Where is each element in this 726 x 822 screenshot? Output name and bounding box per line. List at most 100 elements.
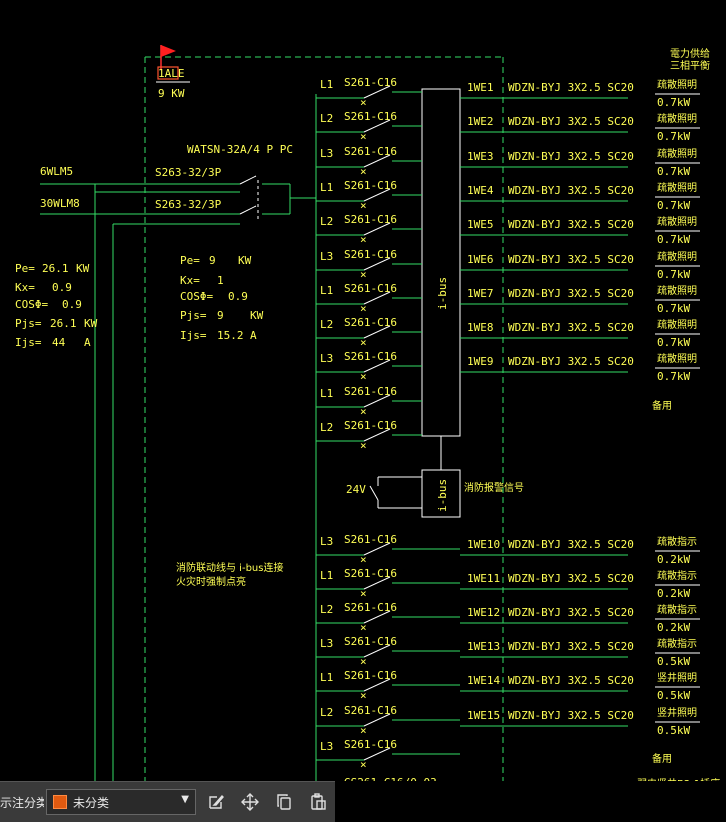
top-circuit-desc-7: 疏散照明 xyxy=(657,318,697,331)
top-circuit-breaker-mark-2: × xyxy=(360,165,367,178)
bottom-circuit-phase-5: L2 xyxy=(320,706,333,719)
bottom-circuit-cable-5: WDZN-BYJ 3X2.5 SC20 xyxy=(508,709,634,722)
top-circuit-breaker-0: S261-C16 xyxy=(344,76,397,89)
feeder-1-label: 6WLM5 xyxy=(40,165,73,178)
bottom-circuit-breaker-0: S261-C16 xyxy=(344,533,397,546)
bottom-circuit-phase-0: L3 xyxy=(320,535,333,548)
calc-mid-val-cos: 0.9 xyxy=(228,290,248,303)
paste-icon xyxy=(311,793,326,810)
top-circuit-kw-2: 0.7kW xyxy=(657,165,690,178)
calc-mid-val-pe: 9 xyxy=(209,254,216,267)
top-circuit-phase-6: L1 xyxy=(320,284,333,297)
bottom-circuit-id-5: 1WE15 xyxy=(467,709,500,722)
top-circuit-breaker-contact-0 xyxy=(363,85,391,99)
calc-mid-unit-pe: KW xyxy=(238,254,252,267)
bottom-circuit-breaker-contact-1 xyxy=(363,576,391,590)
single-line-diagram: 電力供给 三相平衡 1ALE 9 KW WATSN-32A/4 P PC 6WL… xyxy=(15,45,720,781)
feeder-2-label: 30WLM8 xyxy=(40,197,80,210)
classification-select[interactable]: 未分类 ▼ xyxy=(46,789,196,815)
top-circuit-breaker-mark-10: × xyxy=(360,439,367,452)
ibus-label: i-bus xyxy=(436,277,449,310)
top-circuit-desc-5: 疏散照明 xyxy=(657,250,697,263)
bottom-circuit-id-0: 1WE10 xyxy=(467,538,500,551)
calc-mid-key-kx: Kx= xyxy=(180,274,200,287)
bottom-circuit-cable-3: WDZN-BYJ 3X2.5 SC20 xyxy=(508,640,634,653)
bottom-circuit-phase-1: L1 xyxy=(320,569,333,582)
top-circuit-desc-2: 疏散照明 xyxy=(657,147,697,160)
bottom-circuit-breaker-mark-4: × xyxy=(360,689,367,702)
top-circuit-id-3: 1WE4 xyxy=(467,184,494,197)
calc-left-unit-pjs: KW xyxy=(84,317,98,330)
top-circuit-breaker-7: S261-C16 xyxy=(344,316,397,329)
top-circuit-breaker-mark-9: × xyxy=(360,405,367,418)
calc-mid-table: Pe= 9 KW Kx= 1 COSΦ= 0.9 Pjs= 9 KW Ijs= … xyxy=(180,254,264,342)
bottom-circuit-breaker-mark-0: × xyxy=(360,553,367,566)
move-button[interactable] xyxy=(236,788,264,816)
calc-mid-val-kx: 1 xyxy=(217,274,224,287)
top-circuit-breaker-contact-9 xyxy=(363,394,391,408)
bottom-circuit-breaker-6: S261-C16 xyxy=(344,738,397,751)
bottom-circuit-breaker-4: S261-C16 xyxy=(344,669,397,682)
top-circuit-breaker-mark-6: × xyxy=(360,302,367,315)
bottom-circuit-breaker-2: S261-C16 xyxy=(344,601,397,614)
panel-power: 9 KW xyxy=(158,87,185,100)
copy-button[interactable] xyxy=(270,788,298,816)
header-note-1: 電力供给 xyxy=(670,47,710,60)
top-circuit-desc-4: 疏散照明 xyxy=(657,215,697,228)
calc-mid-key-pjs: Pjs= xyxy=(180,309,207,322)
copy-icon xyxy=(277,794,291,810)
top-circuit-breaker-6: S261-C16 xyxy=(344,282,397,295)
edit-button[interactable] xyxy=(202,788,230,816)
bottom-circuit-desc-4: 竖井照明 xyxy=(657,671,697,684)
top-circuit-desc-9: 备用 xyxy=(652,399,672,412)
calc-left-val-pjs: 26.1 xyxy=(50,317,77,330)
top-circuit-breaker-10: S261-C16 xyxy=(344,419,397,432)
top-circuit-breaker-contact-10 xyxy=(363,428,391,442)
bottom-circuit-desc-7: 弱电竖井B2-1插座 xyxy=(637,777,720,781)
calc-mid-key-cos: COSΦ= xyxy=(180,290,213,303)
top-circuit-cable-1: WDZN-BYJ 3X2.5 SC20 xyxy=(508,115,634,128)
top-circuit-kw-1: 0.7kW xyxy=(657,130,690,143)
top-circuit-breaker-9: S261-C16 xyxy=(344,385,397,398)
panel-tag: 1ALE xyxy=(158,67,185,80)
calc-left-val-ijs: 44 xyxy=(52,336,66,349)
header-note-2: 三相平衡 xyxy=(670,59,710,72)
top-circuit-breaker-mark-5: × xyxy=(360,268,367,281)
top-circuit-id-5: 1WE6 xyxy=(467,253,494,266)
tag-box xyxy=(157,66,179,80)
ats-contact-1 xyxy=(239,175,257,185)
top-circuit-breaker-contact-1 xyxy=(363,119,391,133)
top-circuit-id-2: 1WE3 xyxy=(467,150,494,163)
bottom-circuit-phase-6: L3 xyxy=(320,740,333,753)
top-circuit-desc-8: 疏散照明 xyxy=(657,352,697,365)
bottom-circuit-id-4: 1WE14 xyxy=(467,674,500,687)
top-circuit-desc-0: 疏散照明 xyxy=(657,78,697,91)
top-circuit-cable-4: WDZN-BYJ 3X2.5 SC20 xyxy=(508,218,634,231)
calc-left-val-pe: 26.1 xyxy=(42,262,69,275)
top-circuit-phase-3: L1 xyxy=(320,181,333,194)
bottom-circuit-kw-5: 0.5kW xyxy=(657,724,690,737)
top-circuit-cable-6: WDZN-BYJ 3X2.5 SC20 xyxy=(508,287,634,300)
calc-left-val-kx: 0.9 xyxy=(52,281,72,294)
bottom-circuit-breaker-5: S261-C16 xyxy=(344,704,397,717)
bottom-circuit-desc-3: 疏散指示 xyxy=(657,637,697,650)
bottom-circuit-breaker-contact-4 xyxy=(363,678,391,692)
paste-button[interactable] xyxy=(304,788,332,816)
bottom-circuit-breaker-mark-2: × xyxy=(360,621,367,634)
top-circuit-phase-0: L1 xyxy=(320,78,333,91)
top-circuit-cable-0: WDZN-BYJ 3X2.5 SC20 xyxy=(508,81,634,94)
top-circuit-desc-1: 疏散照明 xyxy=(657,112,697,125)
calc-mid-key-ijs: Ijs= xyxy=(180,329,207,342)
top-circuit-cable-8: WDZN-BYJ 3X2.5 SC20 xyxy=(508,355,634,368)
calc-mid-key-pe: Pe= xyxy=(180,254,200,267)
classification-value: 未分类 xyxy=(73,795,110,810)
bottom-circuit-desc-0: 疏散指示 xyxy=(657,535,697,548)
breaker-1-label: S263-32/3P xyxy=(155,166,222,179)
top-circuit-cable-5: WDZN-BYJ 3X2.5 SC20 xyxy=(508,253,634,266)
calc-mid-val-pjs: 9 xyxy=(217,309,224,322)
flag-icon xyxy=(161,45,176,57)
top-circuit-breaker-mark-4: × xyxy=(360,233,367,246)
calc-left-unit-ijs: A xyxy=(84,336,91,349)
bottom-circuit-kw-1: 0.2kW xyxy=(657,587,690,600)
